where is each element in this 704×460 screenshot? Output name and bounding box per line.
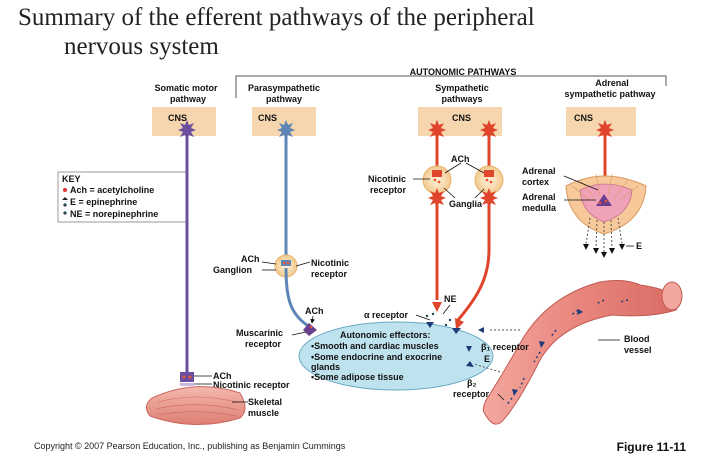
somatic-terminal xyxy=(180,372,194,382)
somatic-heading-2: pathway xyxy=(170,94,206,104)
key-e: E = epinephrine xyxy=(70,197,137,207)
adrenal-medulla-label-1: Adrenal xyxy=(522,192,556,202)
ganglion-label: Ganglion xyxy=(213,265,252,275)
somatic-ach-label: ACh xyxy=(213,371,232,381)
key-ne: NE = norepinephrine xyxy=(70,209,158,219)
effector-item-2: •Some endocrine and exocrine xyxy=(311,352,442,362)
skeletal-muscle-label-2: muscle xyxy=(248,408,279,418)
title-line-2: nervous system xyxy=(64,33,219,60)
key-box: KEY Ach = acetylcholine E = epinephrine … xyxy=(57,171,187,223)
cns-label-somatic: CNS xyxy=(168,113,187,123)
figure-number: Figure 11-11 xyxy=(616,440,686,454)
ach-dot-icon xyxy=(63,188,67,192)
sym-neuron-body-1-icon xyxy=(428,120,446,140)
ne-dot-icon xyxy=(63,211,67,215)
sym-ne-label: NE xyxy=(444,294,457,304)
epinephrine-triangle-icon xyxy=(62,197,68,200)
sym-heading-2: pathways xyxy=(441,94,482,104)
parasym-nicotinic-label-1: Nicotinic xyxy=(311,258,349,268)
parasym-nicotinic-label-2: receptor xyxy=(311,269,348,279)
parasym-heading-1: Parasympathetic xyxy=(248,83,320,93)
parasym-terminal xyxy=(303,323,317,336)
parasym-ach-terminal-label: ACh xyxy=(305,306,324,316)
sym-ach-label: ACh xyxy=(451,154,470,164)
sym-nicotinic-label-1: Nicotinic xyxy=(368,174,406,184)
autonomic-effectors: Autonomic effectors: •Smooth and cardiac… xyxy=(298,321,494,391)
cns-boxes: CNS CNS CNS CNS xyxy=(152,107,636,136)
beta2-receptor-label: receptor xyxy=(453,389,490,399)
parasympathetic-pathway: ACh Ganglion Nicotinic receptor ACh Musc… xyxy=(213,120,349,349)
somatic-heading-1: Somatic motor xyxy=(154,83,218,93)
cns-label-adrenal: CNS xyxy=(574,113,593,123)
parasym-heading-2: pathway xyxy=(266,94,302,104)
adrenal-heading-2: sympathetic pathway xyxy=(564,89,655,99)
blood-vessel: Blood vessel β₁ receptor E β₂ receptor xyxy=(453,280,683,425)
beta2-label: β₂ xyxy=(467,378,477,388)
sympathetic-pathways: ACh Nicotinic receptor Ganglia NE α rece… xyxy=(364,120,504,334)
muscarinic-label-1: Muscarinic xyxy=(236,328,283,338)
effector-item-4: •Some adipose tissue xyxy=(311,372,404,382)
effectors-heading: Autonomic effectors: xyxy=(340,330,431,340)
key-ach: Ach = acetylcholine xyxy=(70,185,154,195)
somatic-nicotinic-label: Nicotinic receptor xyxy=(213,380,290,390)
effector-item-1: •Smooth and cardiac muscles xyxy=(311,341,439,351)
adrenal-heading-1: Adrenal xyxy=(595,78,629,88)
cns-label-parasym: CNS xyxy=(258,113,277,123)
copyright-notice: Copyright © 2007 Pearson Education, Inc.… xyxy=(34,441,346,451)
beta1-receptor-label: β₁ receptor xyxy=(481,342,529,352)
somatic-pathway: ACh Nicotinic receptor Skeletal muscle xyxy=(146,120,290,425)
effector-item-3: glands xyxy=(311,362,340,372)
adrenal-pathway: Adrenal cortex Adrenal medulla E xyxy=(522,120,647,258)
alpha-receptor-label: α receptor xyxy=(364,310,409,320)
epinephrine-dot-icon xyxy=(63,203,67,207)
adrenal-neuron-body-icon xyxy=(596,120,614,140)
sym-nicotinic-label-2: receptor xyxy=(370,185,407,195)
skeletal-muscle xyxy=(146,386,246,425)
page-title: Summary of the efferent pathways of the … xyxy=(18,3,678,61)
autonomic-header: AUTONOMIC PATHWAYS xyxy=(410,67,517,77)
blood-vessel-label-1: Blood xyxy=(624,334,650,344)
adrenal-medulla-label-2: medulla xyxy=(522,203,557,213)
autonomic-bracket: AUTONOMIC PATHWAYS xyxy=(235,67,667,98)
adrenal-e-label: E xyxy=(636,241,642,251)
vessel-e-label: E xyxy=(484,354,490,364)
skeletal-muscle-label-1: Skeletal xyxy=(248,397,282,407)
sym-neuron-body-2-icon xyxy=(480,120,498,140)
sym-heading-1: Sympathetic xyxy=(435,83,489,93)
adrenal-cortex-label-1: Adrenal xyxy=(522,166,556,176)
parasym-neuron-body-icon xyxy=(277,120,295,140)
blood-vessel-label-2: vessel xyxy=(624,345,652,355)
title-line-1: Summary of the efferent pathways of the … xyxy=(18,4,535,31)
key-heading: KEY xyxy=(62,174,81,184)
somatic-neuron-body-icon xyxy=(178,120,196,140)
cns-label-sym: CNS xyxy=(452,113,471,123)
column-headings: Somatic motor pathway Parasympathetic pa… xyxy=(154,78,655,104)
adrenal-cortex-label-2: cortex xyxy=(522,177,549,187)
parasym-ach-label: ACh xyxy=(241,254,260,264)
ganglia-label: Ganglia xyxy=(449,199,483,209)
muscarinic-label-2: receptor xyxy=(245,339,282,349)
